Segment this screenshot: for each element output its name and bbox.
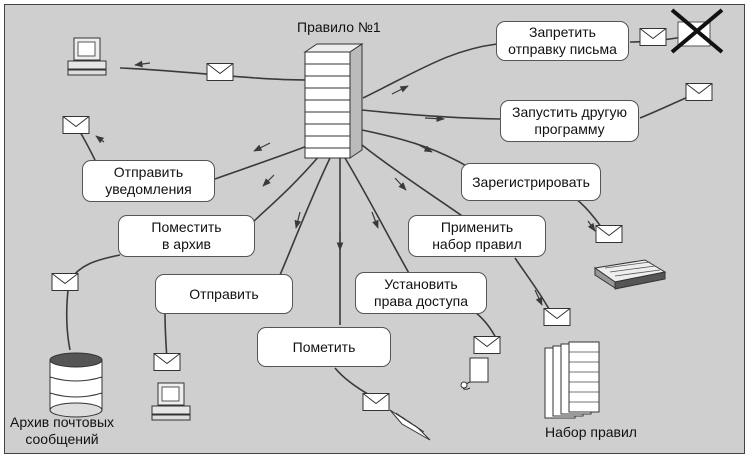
computer-icon — [67, 37, 107, 76]
ruleset-label: Набор правил — [545, 424, 637, 440]
envelope-icon — [639, 28, 667, 46]
action-box-register: Зарегистрировать — [461, 163, 601, 201]
cross-icon — [670, 8, 724, 54]
document-stack-icon — [544, 341, 600, 419]
envelope-icon — [153, 353, 181, 371]
envelope-icon — [543, 308, 571, 326]
server-rack-icon — [303, 43, 364, 159]
action-box-send: Отправить — [155, 274, 293, 314]
envelope-icon — [51, 273, 79, 291]
envelope-icon — [595, 225, 623, 243]
envelope-icon — [473, 336, 501, 354]
action-box-run-program: Запустить другую программу — [500, 100, 639, 142]
envelope-icon — [362, 393, 390, 411]
mail-archive-label: Архив почтовых сообщений — [10, 414, 115, 447]
computer-icon — [151, 382, 191, 421]
lock-icon — [460, 357, 489, 390]
rule-title: Правило №1 — [297, 19, 381, 35]
envelope-icon — [206, 63, 234, 81]
arrow-heads — [95, 38, 665, 306]
action-box-archive: Поместить в архив — [118, 215, 255, 257]
action-box-notify: Отправить уведомления — [82, 160, 215, 202]
action-box-apply-ruleset: Применить набор правил — [408, 215, 546, 257]
envelope-icon — [62, 116, 90, 134]
action-box-block-send: Запретить отправку письма — [496, 21, 629, 61]
database-icon — [49, 352, 103, 418]
tag-icon — [389, 409, 431, 441]
envelope-icon — [685, 83, 713, 101]
printer-icon — [593, 259, 667, 290]
action-box-set-permissions: Установить права доступа — [355, 272, 487, 314]
action-box-mark: Пометить — [257, 327, 391, 367]
